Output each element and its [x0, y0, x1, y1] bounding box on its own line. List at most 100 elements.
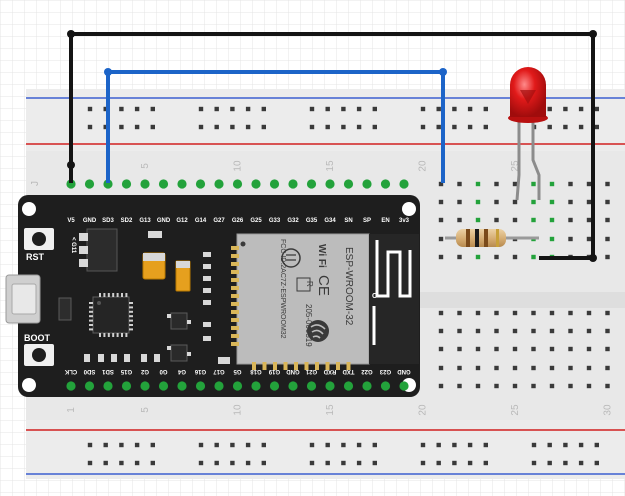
breadboard-hole [230, 106, 235, 112]
pin-label-g0: G0 [159, 368, 168, 374]
breadboard-hole [568, 310, 573, 316]
mount-hole [22, 378, 36, 392]
breadboard-hole [230, 460, 235, 466]
resistor [445, 229, 539, 247]
breadboard-hole [605, 236, 610, 242]
breadboard-hole [438, 199, 444, 205]
board-pin [232, 179, 243, 189]
pin-label-g18: G18 [250, 368, 262, 374]
breadboard-hole [420, 106, 426, 112]
breadboard-hole [119, 442, 124, 448]
module-pad [336, 362, 340, 370]
column-number: 20 [418, 404, 429, 416]
smd-resistor [84, 354, 90, 362]
regulator-pin [79, 246, 88, 254]
breadboard-hole [494, 199, 499, 205]
resistor-band [496, 229, 499, 247]
breadboard-hole [467, 106, 473, 112]
breadboard-hole [420, 460, 426, 466]
chip-pin [125, 333, 128, 337]
pin-label-clk: CLK [64, 368, 77, 374]
module-shield [236, 233, 370, 365]
chip-pin [129, 302, 133, 304]
board-pin [232, 381, 243, 391]
breadboard-hole [531, 346, 536, 352]
breadboard-hole [531, 217, 536, 223]
board-pin [343, 381, 354, 391]
module-pad [231, 334, 239, 338]
breadboard-hole [512, 346, 518, 352]
smd-resistor [98, 354, 104, 362]
chip-pin [89, 315, 93, 318]
chip-pin [89, 306, 93, 309]
wire-bend [589, 254, 597, 262]
wire-bend [439, 68, 447, 76]
diode [58, 297, 72, 321]
breadboard-hole [531, 254, 536, 260]
usb-uart-chip [89, 293, 133, 337]
board-pin [84, 179, 95, 189]
smd-resistor [111, 354, 117, 362]
smd-component [148, 231, 162, 238]
breadboard-hole [578, 106, 584, 112]
column-number: 15 [325, 160, 336, 172]
capacitor-cap [143, 253, 165, 261]
board-pin [66, 179, 76, 189]
breadboard-hole [341, 106, 346, 112]
breadboard-hole [586, 181, 592, 187]
chip-pin [89, 328, 93, 331]
breadboard-hole [594, 442, 599, 448]
breadboard-hole [563, 124, 568, 130]
voltage-regulator [86, 228, 118, 272]
breadboard-hole [568, 328, 573, 334]
smd-resistor [203, 252, 211, 257]
wifi-label: Wi Fi [316, 244, 327, 268]
breadboard-hole [512, 365, 518, 371]
breadboard-hole [475, 365, 481, 371]
breadboard-hole [594, 460, 599, 466]
breadboard-hole [457, 254, 462, 260]
fcc-id: FCC ID:2AC7Z-ESPWROOM32 [279, 239, 286, 339]
smd-resistor [203, 264, 211, 269]
smd-resistor [154, 354, 160, 362]
module-pad [231, 262, 239, 266]
module-pad [273, 362, 277, 370]
column-number: 15 [325, 404, 336, 416]
boot-button[interactable] [32, 348, 46, 362]
breadboard-hole [512, 254, 518, 260]
board-pin [214, 381, 224, 391]
smd-resistor [203, 288, 211, 293]
breadboard-hole [586, 383, 592, 389]
red-led [508, 67, 548, 201]
breadboard-hole [512, 310, 518, 316]
module-pad [252, 362, 256, 370]
board-pin [269, 179, 280, 189]
rst-button[interactable] [32, 232, 46, 246]
wire-bend [67, 161, 75, 169]
passive-components [84, 252, 230, 364]
led-leg [515, 120, 521, 201]
breadboard-hole [494, 181, 499, 187]
breadboard-hole [568, 236, 573, 242]
breadboard-hole [87, 124, 93, 130]
breadboard-hole [245, 460, 251, 466]
resistor-band [475, 229, 479, 247]
module-pads [231, 246, 351, 370]
chip-pin [103, 333, 106, 337]
pin-label-gnd: GND [83, 218, 97, 224]
module-pad [231, 302, 239, 306]
breadboard-hole [356, 124, 362, 130]
chip-pin [103, 293, 106, 297]
breadboard-hole [605, 254, 610, 260]
breadboard-hole [309, 124, 315, 130]
resistor-band [484, 229, 488, 247]
pin-label-g33: G33 [269, 218, 281, 224]
breadboard-hole [150, 106, 155, 112]
breadboard-hole [198, 106, 204, 112]
boot-label: BOOT [24, 333, 51, 343]
board-pin [343, 179, 354, 189]
breadboard-hole [549, 310, 555, 316]
pin-label-g23: G23 [379, 368, 391, 374]
breadboard-hole [494, 328, 499, 334]
blue-wire [106, 70, 445, 183]
